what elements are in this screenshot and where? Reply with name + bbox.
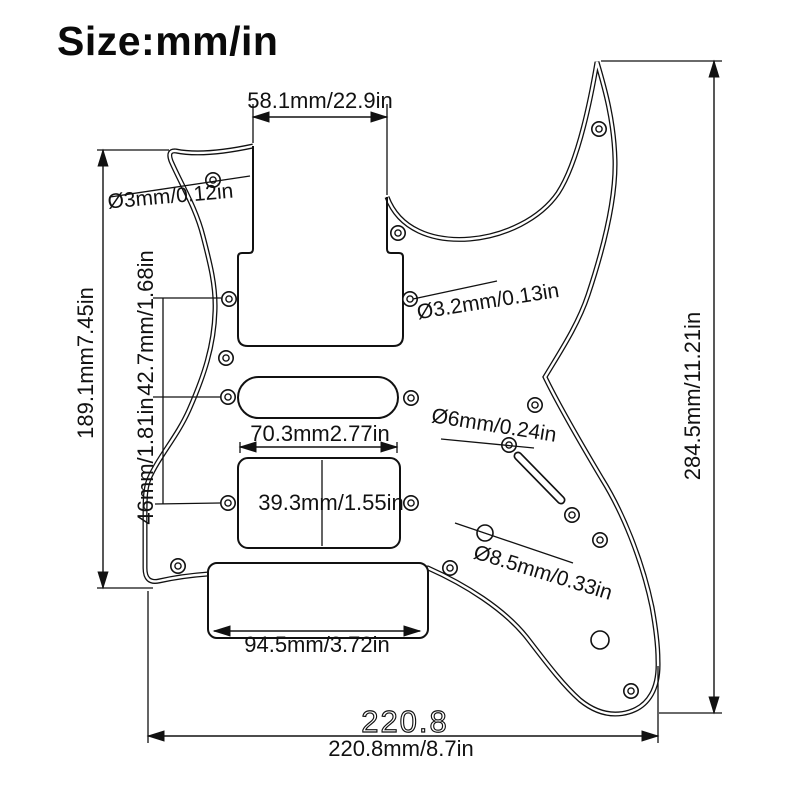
dim-humbucker-width-label: 70.3mm2.77in (250, 421, 389, 446)
dim-left-height-label: 189.1mm7.45in (73, 287, 98, 439)
screw-hole (563, 506, 580, 523)
dim-overall-width-outline-label: 220.8 (361, 704, 449, 739)
screw-hole (402, 494, 419, 511)
dimension-lines (97, 59, 722, 743)
single-coil-pickup-cutout (237, 376, 399, 419)
dim-spacing-upper-label: 42.7mm/1.68in (133, 250, 158, 396)
screw-hole (402, 389, 419, 406)
screw-hole (622, 682, 639, 699)
page-title: Size:mm/in (57, 18, 279, 64)
screw-hole (441, 559, 458, 576)
tremolo-slot (513, 451, 566, 505)
screw-hole (205, 172, 222, 189)
leader-lines (109, 175, 574, 564)
neck-pickup-cutout (237, 146, 404, 347)
dim-spacing-lower-label: 46mm/1.81in (133, 397, 158, 524)
screw-hole (220, 388, 237, 405)
screw-hole (591, 531, 608, 548)
humbucker-pickup-cutout (237, 457, 401, 549)
knob-hole (590, 630, 610, 650)
screw-hole (218, 349, 235, 366)
dim-overall-width-label: 220.8mm/8.7in (328, 736, 474, 761)
screw-hole (401, 290, 418, 307)
screw-hole (170, 557, 187, 574)
screw-hole (590, 121, 607, 138)
pickguard-outline (142, 61, 661, 717)
dim-right-height-label: 284.5mm/11.21in (680, 312, 705, 480)
dim-bridge-width-label: 94.5mm/3.72in (244, 632, 390, 657)
screw-hole (221, 290, 238, 307)
screw-holes (170, 121, 639, 699)
dim-humbucker-height-label: 39.3mm/1.55in (258, 490, 404, 515)
bridge-pickup-cutout (207, 562, 429, 639)
screw-hole (220, 494, 237, 511)
dim-neck-width-label: 58.1mm/22.9in (247, 88, 393, 113)
screw-hole (389, 225, 406, 242)
screw-hole (526, 396, 543, 413)
